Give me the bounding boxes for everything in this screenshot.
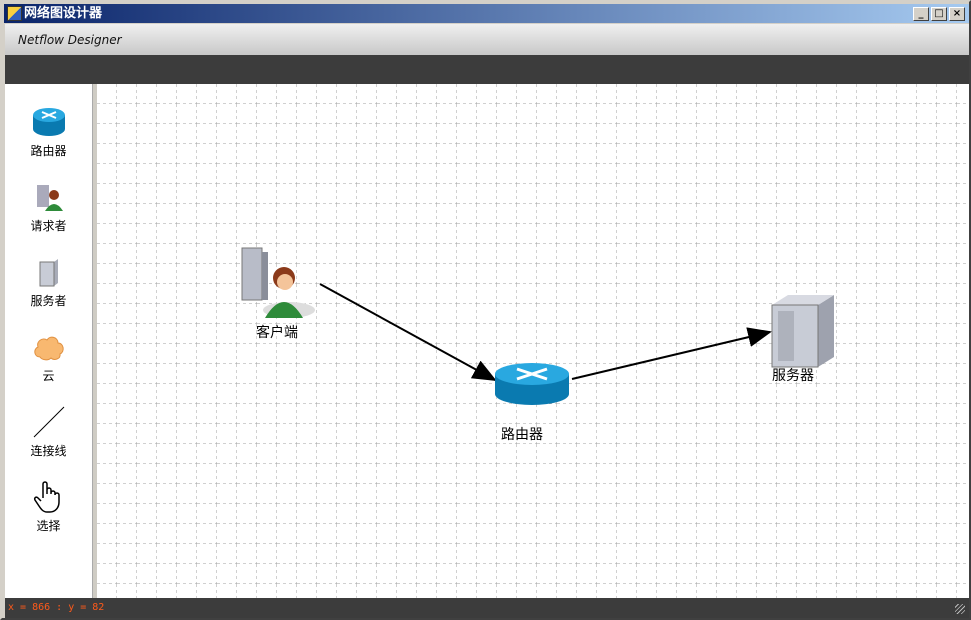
tool-router[interactable]: 路由器 [5, 104, 92, 159]
cursor-coordinates: x = 866 : y = 82 [8, 602, 105, 613]
connector-line[interactable] [319, 283, 497, 381]
line-icon [33, 406, 64, 438]
minimize-button[interactable]: _ [913, 7, 929, 21]
hand-pointer-icon [33, 481, 60, 513]
node-label: 路由器 [501, 427, 543, 443]
diagram-canvas[interactable]: 客户端 路由器 服务器 [97, 84, 969, 598]
maximize-button[interactable]: □ [931, 7, 947, 21]
tool-select[interactable]: 选择 [5, 479, 92, 534]
title-bar: 网络图设计器 _ □ × [4, 4, 969, 23]
toolbar-strip [5, 55, 969, 84]
app-icon [7, 6, 22, 21]
server-icon [771, 295, 834, 368]
tool-server[interactable]: 服务者 [5, 254, 92, 309]
tool-label: 服务者 [30, 294, 67, 308]
requester-icon [241, 247, 315, 318]
toolbox: 路由器 请求者 服务者 云 连接线 选择 [5, 84, 92, 598]
tool-label: 路由器 [30, 144, 67, 158]
tool-requester[interactable]: 请求者 [5, 179, 92, 234]
server-icon [39, 259, 58, 287]
splitter[interactable] [92, 84, 97, 598]
node-client[interactable]: 客户端 [237, 244, 317, 342]
node-label: 服务器 [772, 368, 814, 384]
cloud-icon [33, 336, 64, 361]
node-label: 客户端 [256, 325, 298, 341]
window-title: 网络图设计器 [24, 6, 103, 21]
resize-grip-icon[interactable] [955, 604, 965, 614]
connector-line[interactable] [571, 327, 772, 380]
tool-label: 连接线 [30, 444, 67, 458]
tool-cloud[interactable]: 云 [5, 329, 92, 384]
node-router[interactable]: 路由器 [492, 360, 572, 444]
tool-connector[interactable]: 连接线 [5, 404, 92, 459]
router-icon [495, 363, 569, 405]
status-bar: x = 866 : y = 82 [5, 598, 969, 618]
node-server[interactable]: 服务器 [762, 289, 842, 385]
requester-icon [36, 185, 63, 211]
tool-label: 云 [42, 369, 55, 383]
router-icon [32, 108, 65, 136]
app-header: Netflow Designer [5, 24, 969, 55]
tool-label: 请求者 [30, 219, 67, 233]
tool-label: 选择 [36, 519, 61, 533]
grid [97, 84, 969, 598]
close-button[interactable]: × [949, 7, 965, 21]
app-name: Netflow Designer [18, 33, 122, 47]
